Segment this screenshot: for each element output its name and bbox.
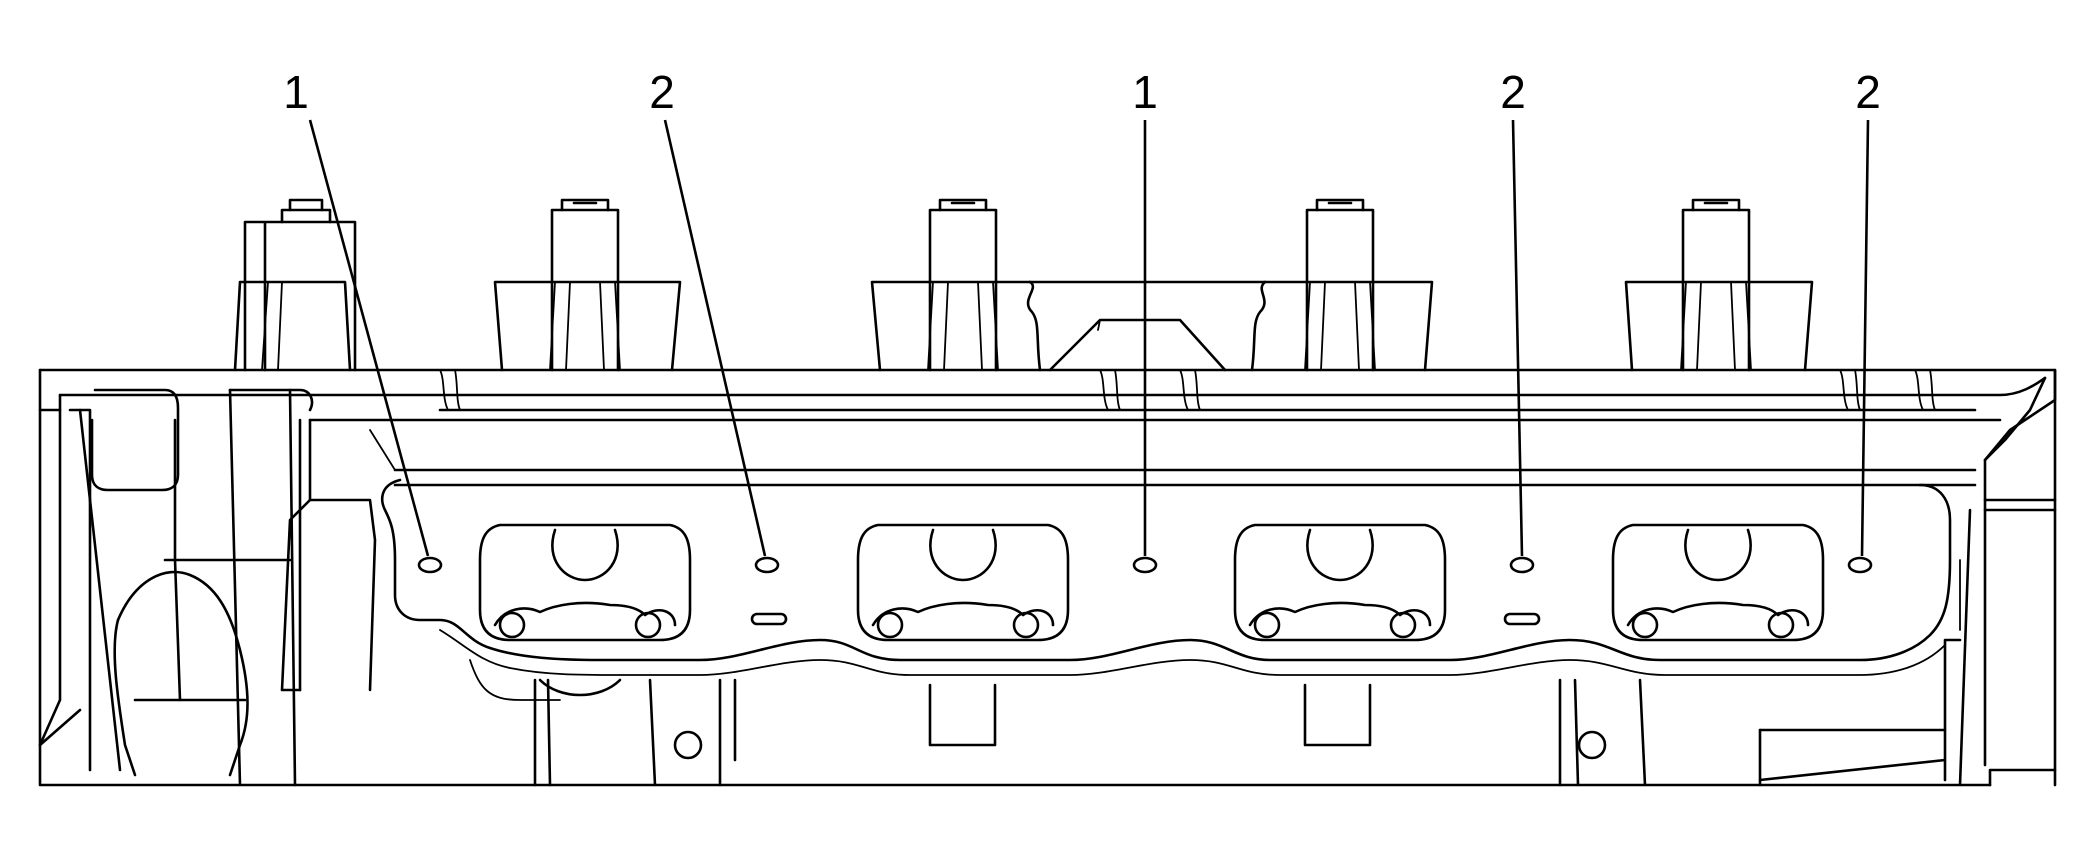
exhaust-port-4 bbox=[1611, 523, 1825, 642]
callout-2: 2 bbox=[649, 66, 767, 557]
camshaft-cap-2 bbox=[493, 198, 682, 372]
callout-4: 2 bbox=[1500, 66, 1526, 557]
camshaft-bridge bbox=[1028, 280, 1267, 372]
callout-5: 2 bbox=[1855, 66, 1881, 557]
callouts: 1 2 1 2 2 bbox=[283, 66, 1881, 557]
camshaft-cap-1 bbox=[233, 198, 357, 372]
stud-hole-3 bbox=[1132, 556, 1158, 574]
camshaft-cap-3 bbox=[870, 198, 1042, 372]
stud-hole-2 bbox=[754, 556, 780, 574]
camshaft-cap-4 bbox=[1250, 198, 1434, 372]
stud-hole-4 bbox=[1509, 556, 1535, 574]
callout-3: 1 bbox=[1132, 66, 1158, 556]
callout-label: 2 bbox=[649, 66, 675, 118]
callout-label: 2 bbox=[1500, 66, 1526, 118]
exhaust-gasket-flange bbox=[380, 478, 1961, 701]
cylinder-head-body bbox=[38, 368, 2057, 787]
locating-slot-2 bbox=[1503, 612, 1541, 626]
locating-slot-1 bbox=[750, 612, 788, 626]
callout-label: 1 bbox=[283, 66, 309, 118]
exhaust-port-3 bbox=[1233, 523, 1447, 642]
callout-label: 2 bbox=[1855, 66, 1881, 118]
stud-hole-1 bbox=[417, 556, 443, 574]
stud-hole-5 bbox=[1847, 556, 1873, 574]
camshaft-caps bbox=[233, 198, 1814, 372]
exhaust-port-1 bbox=[478, 523, 692, 642]
exhaust-port-2 bbox=[856, 523, 1070, 642]
callout-label: 1 bbox=[1132, 66, 1158, 118]
callout-1: 1 bbox=[283, 66, 430, 557]
camshaft-cap-5 bbox=[1624, 198, 1814, 372]
stud-holes bbox=[417, 556, 1873, 574]
